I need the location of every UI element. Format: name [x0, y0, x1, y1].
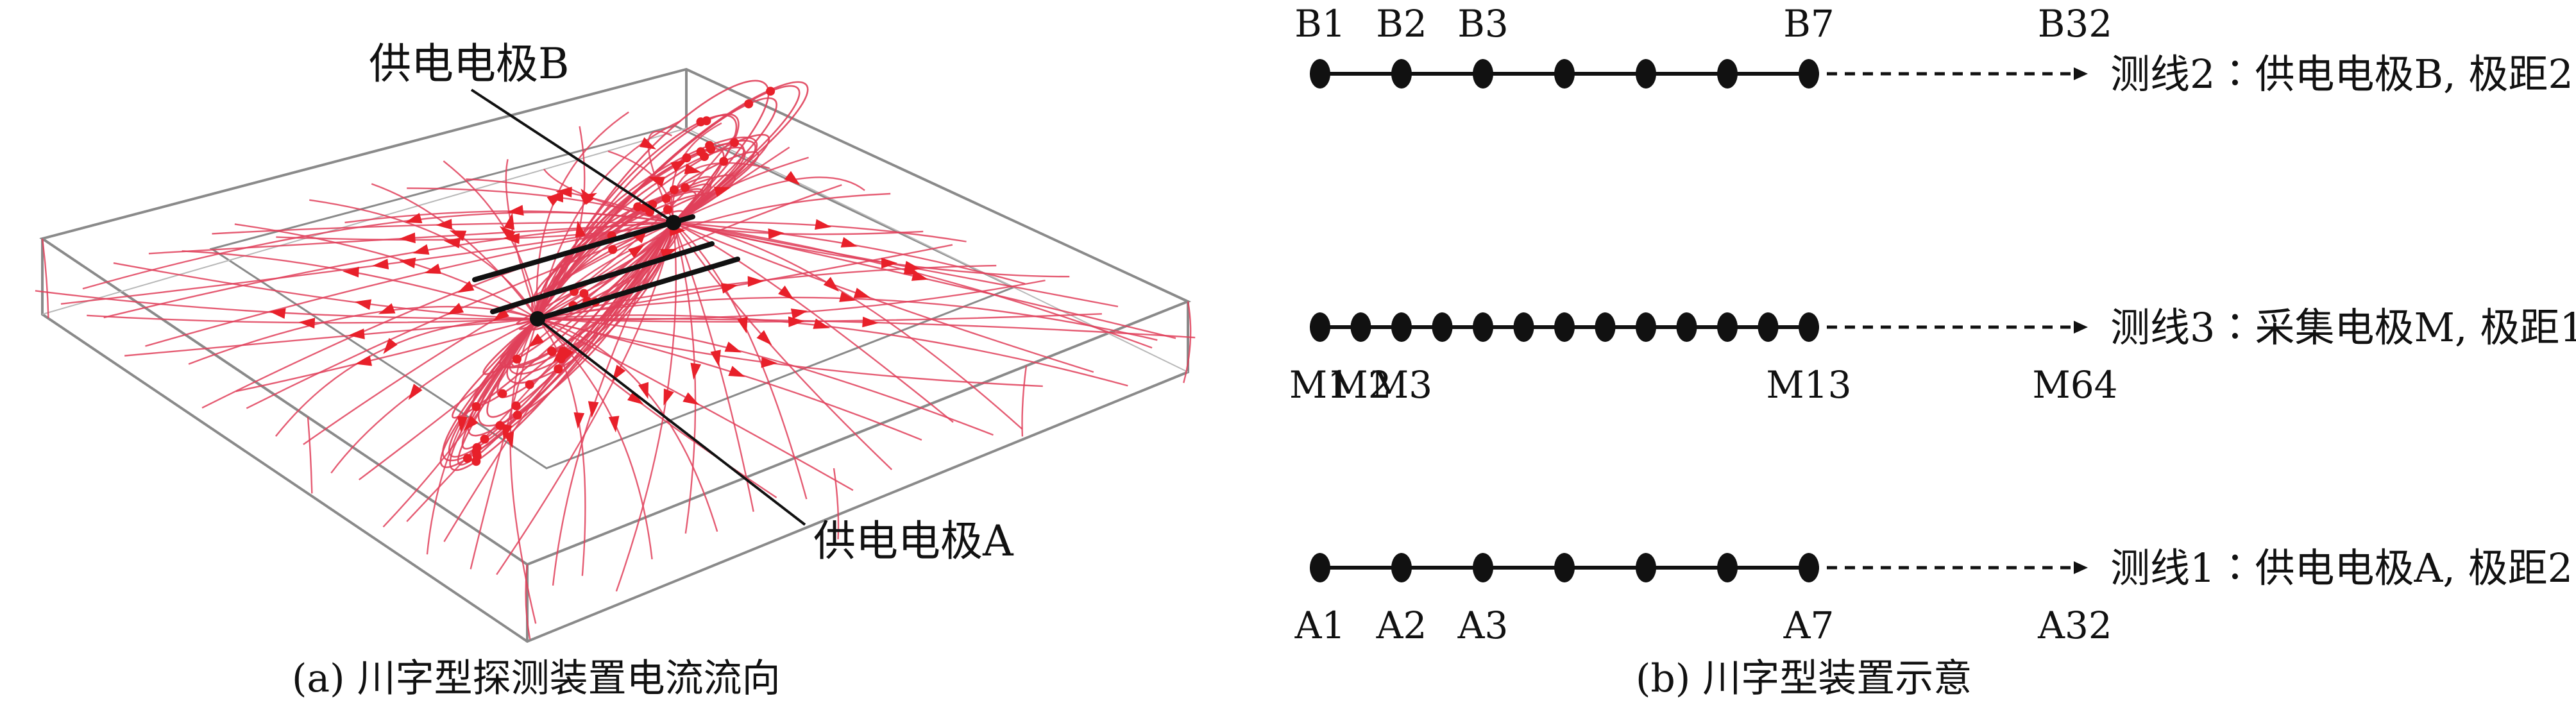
electrode-dot — [1717, 553, 1738, 582]
electrode-dot — [1717, 59, 1738, 89]
electrode-dot — [1432, 312, 1453, 342]
electrode-label: M3 — [1371, 363, 1432, 407]
panel-a-current-flow-figure: 供电电极B 供电电极A (a) 川字型探测装置电流流向 — [35, 39, 1196, 701]
electrode-dot — [1636, 59, 1656, 89]
electrode-label: B7 — [1783, 2, 1835, 46]
caption-panel-b: (b) 川字型装置示意 — [1636, 656, 1972, 701]
electrode-dot — [1391, 553, 1412, 582]
electrode-dot — [1799, 553, 1819, 582]
electrode-dot — [1554, 312, 1575, 342]
electrode-line-m — [490, 241, 715, 314]
survey-line-text: 测线3∶采集电极M, 极距1 m — [2110, 304, 2576, 351]
electrode-label: A7 — [1783, 604, 1835, 647]
callout-electrode-b: 供电电极B — [369, 39, 570, 89]
electrode-dot — [1676, 312, 1697, 342]
electrode-dot — [1391, 59, 1412, 89]
current-arrows — [269, 87, 929, 466]
electrode-label: B2 — [1376, 2, 1427, 46]
arrow-right-icon — [2074, 321, 2088, 334]
electrode-dot — [1758, 312, 1779, 342]
electrode-dot — [1310, 59, 1330, 89]
electrode-dot — [1473, 59, 1493, 89]
electrode-label: M1 — [1289, 363, 1351, 407]
electrode-dot — [1554, 553, 1575, 582]
arrow-right-icon — [2074, 561, 2088, 574]
electrode-label: M64 — [2032, 363, 2117, 407]
electrode-label: A1 — [1294, 604, 1346, 647]
survey-line1: A1 A2 A3 A7 A32 测线1∶供电电极A, 极距2 m — [1294, 545, 2576, 647]
electrode-dot — [1310, 553, 1330, 582]
electrode-line-b — [472, 214, 695, 282]
callout-line-b — [470, 89, 674, 223]
electrode-dot — [1799, 312, 1819, 342]
callout-electrode-a: 供电电极A — [813, 516, 1014, 566]
electrode-label: B1 — [1294, 2, 1346, 46]
electrode-label: A2 — [1376, 604, 1427, 647]
electrode-dot — [1391, 312, 1412, 342]
electrode-dot — [1554, 59, 1575, 89]
electrode-line-a — [533, 257, 740, 322]
electrode-label: B3 — [1457, 2, 1509, 46]
electrode-dot — [1350, 312, 1371, 342]
electrode-dot — [1473, 553, 1493, 582]
current-streamlines — [35, 80, 1196, 640]
caption-panel-a: (a) 川字型探测装置电流流向 — [292, 656, 781, 701]
electrode-dot — [1513, 312, 1534, 342]
electrode-dot — [1636, 312, 1656, 342]
survey-line2: B1 B2 B3 B7 B32 测线2∶供电电极B, 极距2 m — [1294, 2, 2576, 97]
callout-line-a — [539, 319, 806, 526]
arrow-right-icon — [2074, 67, 2088, 80]
electrode-lines — [472, 214, 740, 322]
electrode-dot — [1717, 312, 1738, 342]
electrode-label: A3 — [1457, 604, 1509, 647]
electrode-label: M2 — [1330, 363, 1391, 407]
electrode-label: M13 — [1766, 363, 1851, 407]
electrode-dot — [1310, 312, 1330, 342]
electrode-dot — [1799, 59, 1819, 89]
electrode-label: B32 — [2038, 2, 2112, 46]
electrode-dot — [1636, 553, 1656, 582]
electrode-dot — [1473, 312, 1493, 342]
survey-line-text: 测线1∶供电电极A, 极距2 m — [2110, 545, 2576, 591]
survey-line-text: 测线2∶供电电极B, 极距2 m — [2110, 51, 2576, 97]
electrode-label: A32 — [2037, 604, 2112, 647]
electrode-dot — [1595, 312, 1616, 342]
